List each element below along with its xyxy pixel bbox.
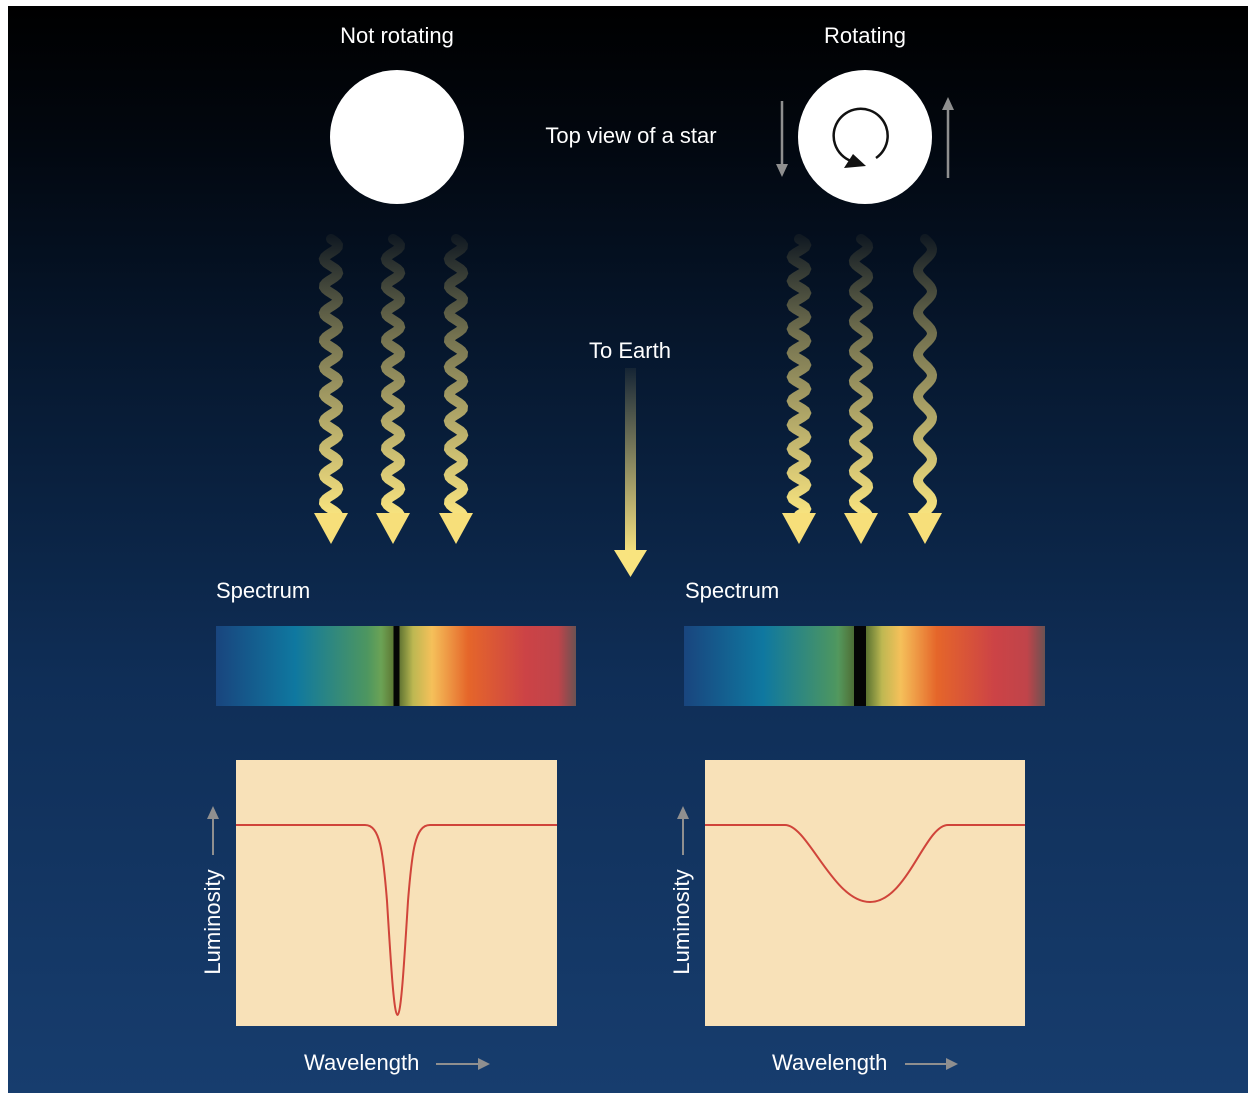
light-wave-5-head [844, 513, 878, 544]
spectrum-bar-rotating [684, 626, 1045, 706]
luminosity-axis-arrow-right-icon [677, 806, 689, 855]
light-wave-4-head [782, 513, 816, 544]
label-rotating: Rotating [824, 23, 906, 48]
to-earth-arrow-icon [614, 368, 647, 577]
label-luminosity-right: Luminosity [669, 869, 694, 975]
light-wave-4 [786, 234, 812, 520]
light-waves-not-rotating [314, 234, 473, 544]
light-wave-6 [912, 234, 938, 520]
approaching-side-arrow-icon [942, 97, 954, 178]
label-wavelength-right: Wavelength [772, 1050, 888, 1075]
label-to-earth: To Earth [589, 338, 671, 363]
rotation-arrow-icon [832, 107, 889, 168]
absorption-line-narrow [393, 626, 400, 706]
label-wavelength-left: Wavelength [304, 1050, 420, 1075]
label-spectrum-right: Spectrum [685, 578, 780, 603]
light-wave-6-head [908, 513, 942, 544]
light-wave-3 [443, 234, 469, 520]
diagram-graphics [207, 70, 1045, 1070]
label-spectrum-left: Spectrum [216, 578, 311, 603]
wavelength-axis-arrow-left-icon [436, 1058, 490, 1070]
label-not-rotating: Not rotating [340, 23, 454, 48]
luminosity-axis-arrow-left-icon [207, 806, 219, 855]
light-wave-1-head [314, 513, 348, 544]
spectrum-bar-not-rotating [216, 626, 576, 706]
rotation-diagram: Not rotating Rotating Top view of a star… [8, 6, 1248, 1093]
star-rotating [798, 70, 932, 204]
label-luminosity-left: Luminosity [200, 869, 225, 975]
light-wave-3-head [439, 513, 473, 544]
receding-side-arrow-icon [776, 101, 788, 177]
star-not-rotating [330, 70, 464, 204]
absorption-line-broad [854, 626, 866, 706]
plot-rotating [705, 760, 1025, 1026]
light-wave-1 [318, 234, 344, 520]
label-top-view: Top view of a star [545, 123, 717, 148]
plot-not-rotating [236, 760, 557, 1026]
light-waves-rotating [782, 234, 942, 544]
light-wave-2 [380, 234, 406, 520]
light-wave-5 [848, 234, 874, 520]
curve-narrow-dip [236, 824, 557, 1017]
curve-broad-dip [705, 824, 1025, 904]
wavelength-axis-arrow-right-icon [905, 1058, 958, 1070]
light-wave-2-head [376, 513, 410, 544]
